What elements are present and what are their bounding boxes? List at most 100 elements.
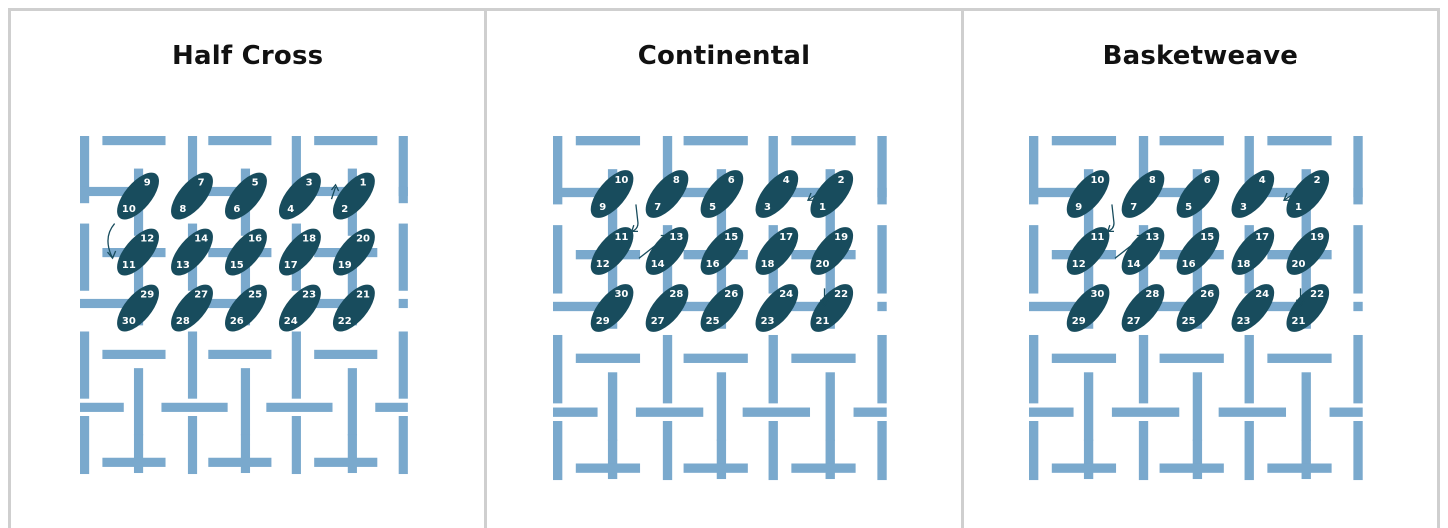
stitch-number: 6	[233, 204, 240, 215]
stitch-number: 6	[728, 175, 735, 186]
stitch-number: 13	[176, 260, 190, 271]
panel-half-cross: Half Cross 91078563412121114131615181720…	[11, 11, 487, 528]
canvas-thread	[877, 188, 886, 197]
stitch-number: 18	[761, 259, 775, 270]
stitch-number: 10	[614, 175, 628, 186]
stitch-number: 23	[302, 289, 316, 300]
stitch-number: 11	[122, 260, 136, 271]
canvas-thread	[1354, 421, 1363, 480]
canvas-thread	[347, 368, 356, 435]
stitch-number: 1	[1295, 202, 1302, 213]
canvas-thread	[1029, 408, 1074, 417]
stitch-number: 12	[140, 233, 154, 244]
canvas-thread	[208, 350, 271, 359]
stitch-number: 15	[724, 232, 738, 243]
stitch-number: 28	[1146, 289, 1160, 300]
canvas-thread	[1354, 225, 1363, 293]
canvas-thread	[684, 136, 748, 145]
canvas-thread	[208, 136, 271, 145]
canvas-thread	[576, 354, 640, 363]
canvas-thread	[188, 416, 197, 474]
canvas-thread	[1193, 440, 1202, 479]
stitch-number: 17	[779, 232, 793, 243]
stitch-number: 30	[614, 289, 628, 300]
stitch-group: 9107856341212111413161518172019293027282…	[109, 166, 382, 339]
canvas-thread	[663, 421, 672, 480]
stitch-number: 4	[783, 175, 790, 186]
canvas-thread	[1354, 335, 1363, 403]
canvas-thread	[877, 421, 886, 480]
stitch-number: 6	[1204, 175, 1211, 186]
stitch-number: 25	[248, 289, 262, 300]
canvas-thread	[791, 463, 855, 472]
canvas-thread	[1354, 302, 1363, 311]
stitch-number: 4	[287, 204, 294, 215]
stitch-group: 1098765432111121314151617181920302928272…	[1059, 163, 1337, 339]
canvas-thread	[1219, 408, 1286, 417]
stitch-number: 3	[764, 202, 771, 213]
canvas-thread	[161, 403, 227, 412]
canvas-thread	[188, 331, 197, 398]
canvas-thread	[1268, 463, 1332, 472]
stitch-number: 30	[122, 316, 136, 327]
canvas-thread	[1302, 372, 1311, 440]
stitch-number: 5	[1185, 202, 1192, 213]
canvas-thread	[877, 225, 886, 293]
canvas-thread	[241, 368, 250, 435]
stitch-number: 12	[1072, 259, 1086, 270]
canvas-thread	[375, 403, 408, 412]
canvas-thread	[769, 335, 778, 403]
continental-diagram: 1098765432111121314151617181920302928272…	[553, 136, 895, 486]
canvas-thread	[102, 350, 165, 359]
canvas-thread	[1139, 335, 1148, 403]
basketweave-diagram: 1098765432111121314151617181920302928272…	[1029, 136, 1371, 486]
stitch-number: 11	[614, 232, 628, 243]
canvas-thread	[791, 354, 855, 363]
stitch-number: 22	[834, 289, 848, 300]
canvas-thread	[80, 224, 89, 291]
canvas-thread	[1084, 440, 1093, 479]
canvas-thread	[291, 331, 300, 398]
stitch-number: 23	[761, 316, 775, 327]
stitch-number: 19	[337, 260, 351, 271]
stitch-number: 27	[1127, 316, 1141, 327]
canvas-thread	[1245, 335, 1254, 403]
canvas-thread	[684, 463, 748, 472]
stitch-number: 22	[1310, 289, 1324, 300]
canvas-thread	[80, 416, 89, 474]
stitch-number: 21	[356, 289, 370, 300]
stitch-number: 7	[1131, 202, 1138, 213]
canvas-thread	[1245, 421, 1254, 480]
canvas-thread	[1330, 408, 1363, 417]
stitch-number: 21	[815, 316, 829, 327]
canvas-thread	[80, 403, 124, 412]
canvas-thread	[134, 368, 143, 435]
canvas-thread	[877, 302, 886, 311]
canvas-thread	[553, 421, 562, 480]
canvas-thread	[608, 440, 617, 479]
canvas-thread	[80, 331, 89, 398]
canvas-thread	[1268, 354, 1332, 363]
stitch-number: 8	[1149, 175, 1156, 186]
canvas-thread	[1052, 354, 1116, 363]
canvas-thread	[1302, 440, 1311, 479]
canvas-thread	[717, 372, 726, 440]
canvas-thread	[826, 372, 835, 440]
stitch-number: 14	[194, 233, 208, 244]
canvas-thread	[398, 416, 407, 474]
canvas-thread	[1084, 372, 1093, 440]
canvas-thread	[134, 434, 143, 473]
canvas-thread	[1052, 136, 1116, 145]
canvas-thread	[769, 421, 778, 480]
canvas-thread	[791, 136, 855, 145]
canvas-thread	[398, 299, 407, 308]
canvas-thread	[291, 416, 300, 474]
canvas-thread	[576, 136, 640, 145]
canvas-thread	[743, 408, 810, 417]
canvas-thread	[717, 440, 726, 479]
stitch-number: 7	[197, 177, 204, 188]
canvas-thread	[208, 458, 271, 467]
stitch-number: 24	[283, 316, 297, 327]
canvas-thread	[608, 372, 617, 440]
stitch-number: 13	[669, 232, 683, 243]
